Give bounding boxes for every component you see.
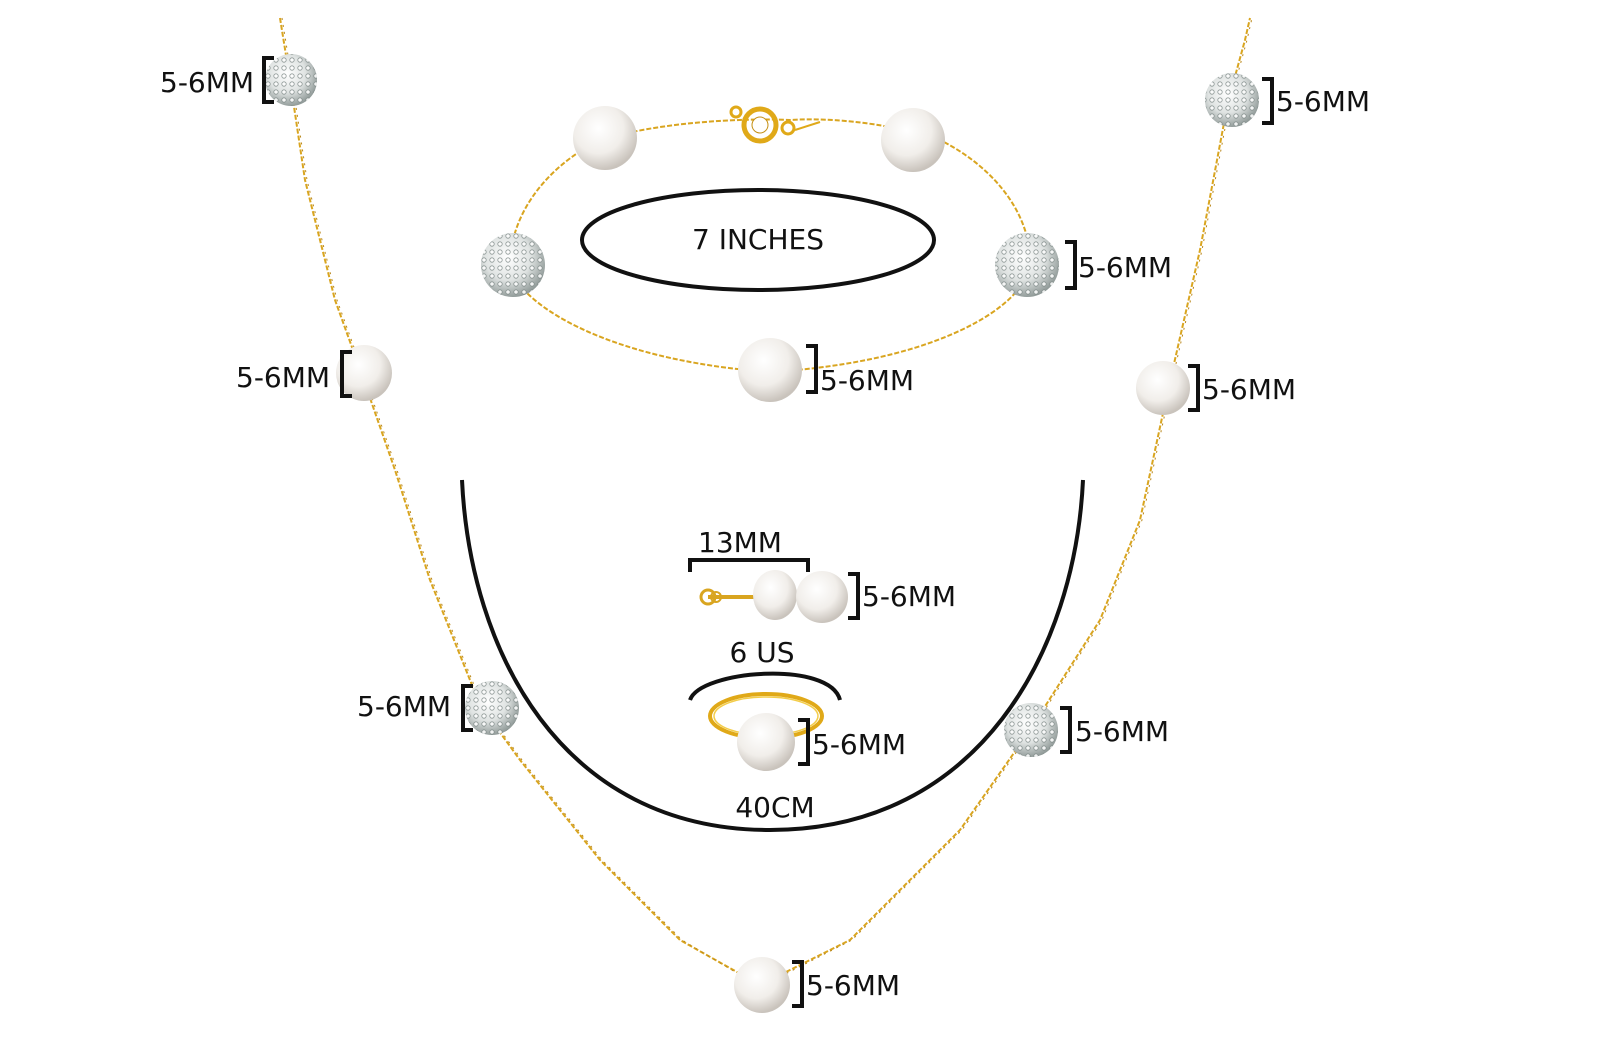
bracket-necklace-pearl-bottom (792, 960, 804, 1008)
necklace-pearl (1136, 361, 1190, 415)
size-label-necklace-pearl-bottom: 5-6MM (806, 969, 900, 1002)
bracket-necklace-pearl-left (340, 350, 352, 398)
necklace-length-arc (460, 479, 1085, 833)
size-label-earring: 5-6MM (862, 580, 956, 613)
necklace-pearl (734, 957, 790, 1013)
ring-size-label: 6 US (730, 636, 795, 669)
bracket-necklace-crystal-right (1060, 706, 1072, 754)
necklace-chain (279, 17, 1251, 987)
necklace (279, 17, 1253, 988)
size-label-necklace-crystal-left: 5-6MM (357, 690, 451, 723)
bracelet-length-ellipse (580, 188, 936, 292)
necklace-length-label: 40CM (735, 791, 814, 824)
ring (708, 692, 824, 771)
bracket-ring (798, 718, 810, 766)
bracelet-length-label: 7 INCHES (692, 223, 824, 256)
earring-width-bracket (688, 558, 810, 572)
size-label-necklace-crystal-right: 5-6MM (1075, 715, 1169, 748)
bracelet-pearl (738, 338, 802, 402)
necklace-chain-shadow (281, 17, 1253, 988)
bracket-necklace-pearl-right (1188, 364, 1200, 412)
necklace-crystal-bead (1004, 703, 1058, 757)
bracket-bracelet-crystal-right (1065, 240, 1077, 290)
size-label-necklace-pearl-right: 5-6MM (1202, 373, 1296, 406)
bracelet-clasp (729, 105, 821, 144)
stud-earrings (699, 570, 848, 623)
size-label-bracelet-pearl: 5-6MM (820, 364, 914, 397)
bracket-necklace-crystal-left (461, 684, 473, 732)
bracelet-pearl (881, 108, 945, 172)
bracket-necklace-top-left (262, 56, 274, 104)
bracket-necklace-top-right (1262, 77, 1274, 125)
size-label-necklace-top-right: 5-6MM (1276, 85, 1370, 118)
size-label-necklace-top-left: 5-6MM (160, 66, 254, 99)
size-brackets (262, 56, 1274, 1008)
necklace-pearl (336, 345, 392, 401)
bracket-bracelet-pearl-center (806, 344, 818, 394)
bracelet-crystal-bead (481, 233, 545, 297)
size-label-bracelet-crystal: 5-6MM (1078, 251, 1172, 284)
necklace-crystal-bead (1205, 73, 1259, 127)
bracket-earring (848, 572, 860, 620)
necklace-crystal-bead (465, 681, 519, 735)
bracelet-pearl (573, 106, 637, 170)
necklace-crystal-bead (265, 54, 317, 106)
size-label-necklace-pearl-left: 5-6MM (236, 361, 330, 394)
size-label-ring: 5-6MM (812, 728, 906, 761)
earring-width-label: 13MM (698, 526, 782, 559)
ring-size-arc (688, 671, 842, 701)
bracelet-crystal-bead (995, 233, 1059, 297)
